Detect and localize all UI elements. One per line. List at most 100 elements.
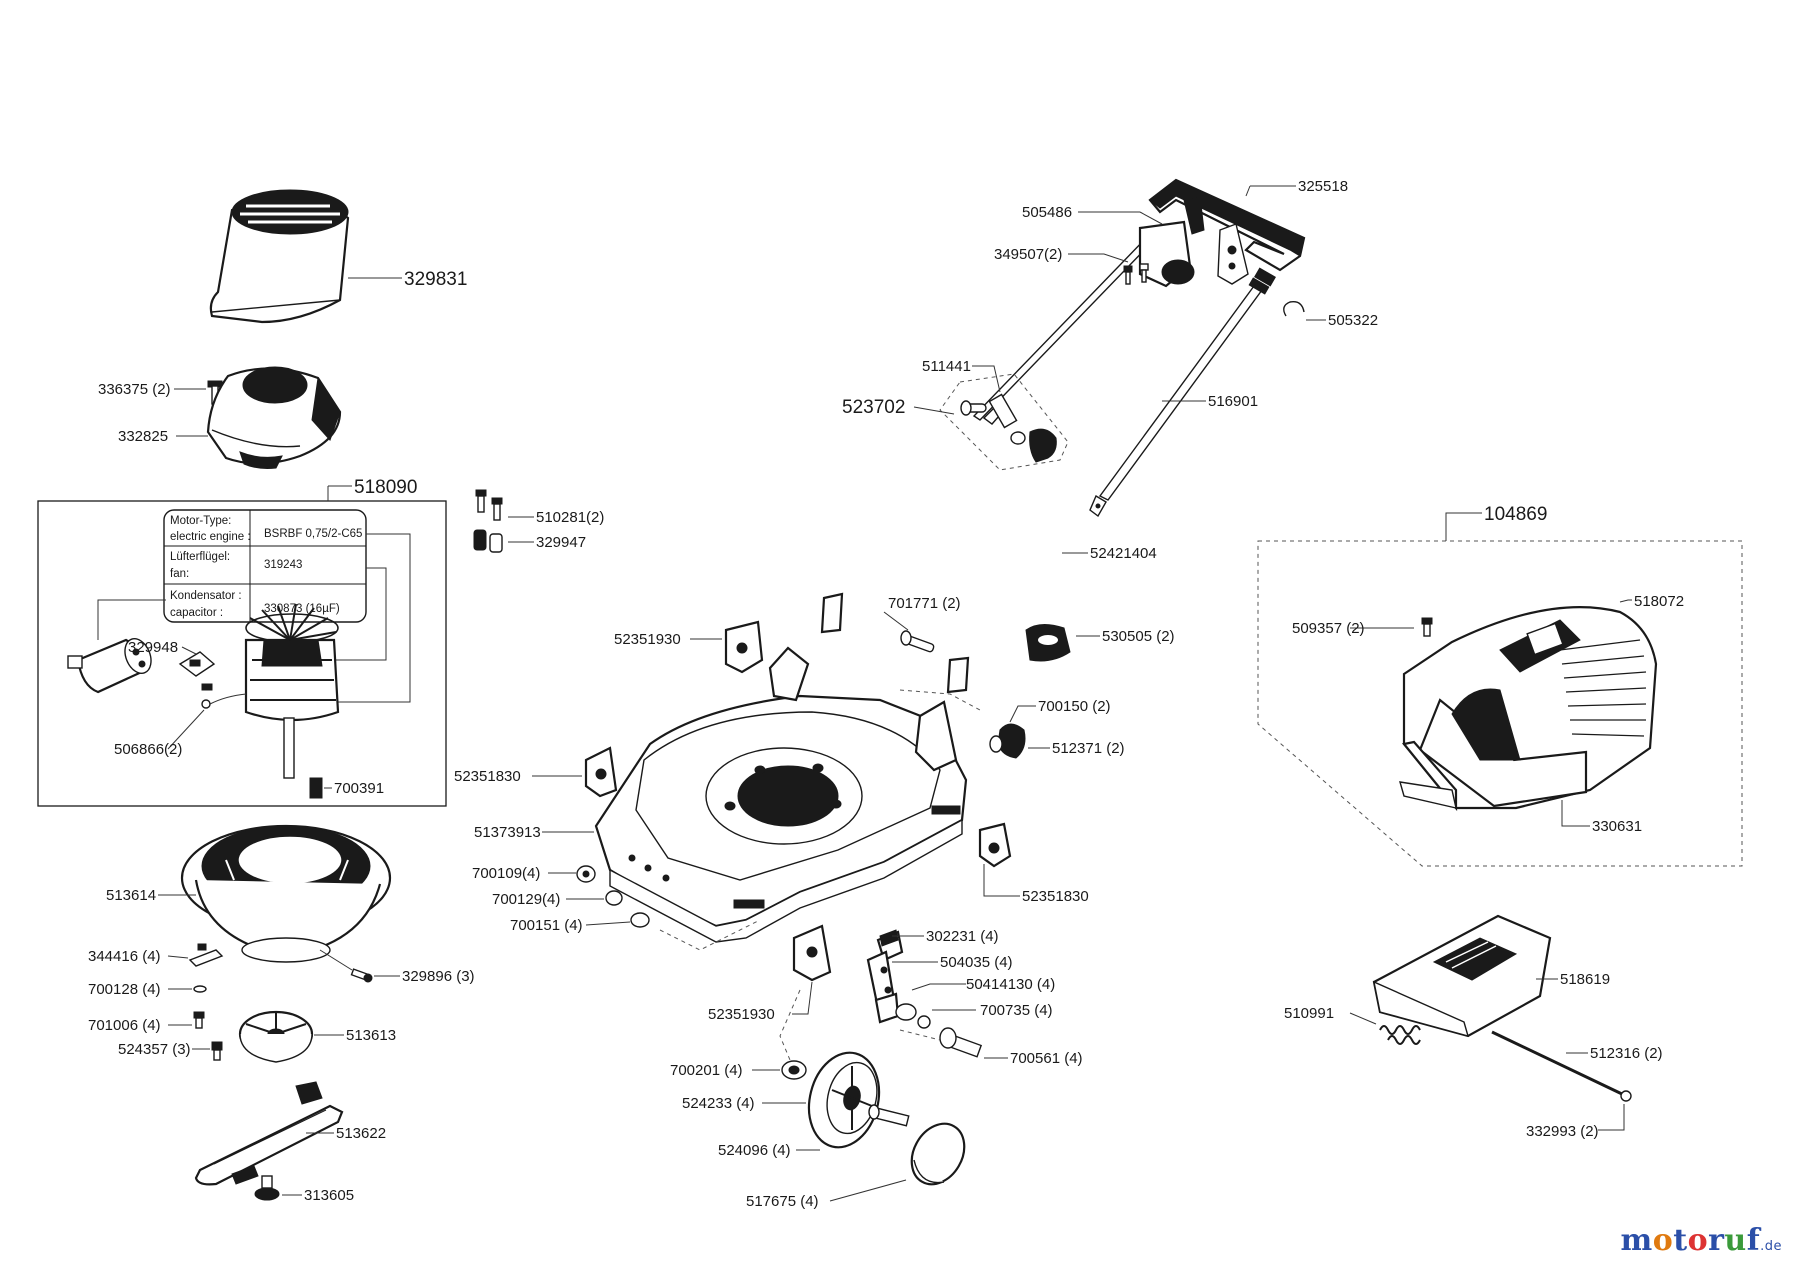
- axle-bolt-524096-part: [868, 1104, 910, 1127]
- label-700201: 700201 (4): [670, 1062, 743, 1079]
- label-517675: 517675 (4): [746, 1193, 819, 1210]
- dashed-link-1: [659, 919, 761, 951]
- clip-329947-part: [473, 529, 503, 553]
- table-motor-type-label: Motor-Type:: [170, 515, 231, 527]
- washer-700129-part: [605, 890, 623, 906]
- logo-letter-t: t: [1673, 1223, 1688, 1258]
- label-52351930b: 52351930: [708, 1006, 775, 1023]
- label-701771: 701771 (2): [888, 595, 961, 612]
- fan-wheel-part: [238, 1010, 314, 1063]
- motor-housing-part: [180, 824, 392, 963]
- label-524233: 524233 (4): [682, 1095, 755, 1112]
- label-513613: 513613: [346, 1027, 396, 1044]
- label-332825: 332825: [118, 428, 168, 445]
- logo-domain-suffix: .de: [1760, 1239, 1782, 1254]
- screw-349507-part: [1123, 263, 1149, 285]
- label-523702: 523702: [842, 397, 905, 418]
- screw-701006-part: [193, 1011, 205, 1029]
- label-336375: 336375 (2): [98, 381, 171, 398]
- dashed-link-4: [899, 689, 981, 711]
- clamp-kit-part: [960, 393, 1057, 463]
- motoruf-logo: motoruf.de: [1620, 1223, 1782, 1258]
- capacitor-part: [67, 638, 152, 694]
- label-313605: 313605: [304, 1187, 354, 1204]
- spring-510991-part: [1379, 1025, 1421, 1045]
- label-518619: 518619: [1560, 971, 1610, 988]
- label-344416: 344416 (4): [88, 948, 161, 965]
- label-700128: 700128 (4): [88, 981, 161, 998]
- label-516901: 516901: [1208, 393, 1258, 410]
- bracket-344416-part: [188, 943, 224, 967]
- label-700129: 700129(4): [492, 891, 560, 908]
- fan-hood-part: [206, 366, 342, 469]
- label-505486: 505486: [1022, 204, 1072, 221]
- washer-700735-part: [895, 1003, 931, 1029]
- logo-letter-o1: o: [1652, 1223, 1674, 1258]
- label-325518: 325518: [1298, 178, 1348, 195]
- label-518090: 518090: [354, 477, 417, 498]
- hinge-rod-part: [1491, 1030, 1632, 1102]
- label-329948: 329948: [128, 639, 178, 656]
- table-engine-label: electric engine :: [170, 531, 251, 543]
- label-505322: 505322: [1328, 312, 1378, 329]
- label-524357: 524357 (3): [118, 1041, 191, 1058]
- motor-spec-table: Motor-Type: electric engine : BSRBF 0,75…: [163, 509, 367, 623]
- kit-523702-outline: [939, 373, 1069, 471]
- label-52421404: 52421404: [1090, 545, 1157, 562]
- label-104869: 104869: [1484, 504, 1547, 525]
- logo-letter-f: f: [1746, 1223, 1761, 1258]
- bolt-701771-part: [900, 630, 935, 653]
- label-52351930a: 52351930: [614, 631, 681, 648]
- label-512316: 512316 (2): [1590, 1045, 1663, 1062]
- key-700391-part: [309, 777, 323, 799]
- logo-letter-r: r: [1708, 1223, 1725, 1258]
- bracket-52351930-top-part: [724, 620, 764, 674]
- bearing-700201-part: [781, 1060, 807, 1080]
- logo-letter-o2: o: [1687, 1223, 1709, 1258]
- label-509357: 509357 (2): [1292, 620, 1365, 637]
- logo-letter-u: u: [1724, 1223, 1747, 1258]
- label-506866: 506866(2): [114, 741, 182, 758]
- grass-box-outline: [1257, 540, 1743, 867]
- nut-700109-part: [576, 865, 596, 883]
- label-330631: 330631: [1592, 818, 1642, 835]
- table-capacitor-value: 330873 (16µF): [264, 603, 340, 615]
- label-518072: 518072: [1634, 593, 1684, 610]
- label-530505: 530505 (2): [1102, 628, 1175, 645]
- table-fan-label-en: fan:: [170, 568, 189, 580]
- label-349507: 349507(2): [994, 246, 1062, 263]
- screw-510281-part: [475, 489, 503, 521]
- bracket-52351830-right-part: [978, 822, 1012, 868]
- label-700561: 700561 (4): [1010, 1050, 1083, 1067]
- grass-catcher-part: [1399, 606, 1658, 812]
- label-700109: 700109(4): [472, 865, 540, 882]
- label-329947: 329947: [536, 534, 586, 551]
- washer-700128-part: [193, 985, 207, 993]
- label-700391: 700391: [334, 780, 384, 797]
- dashed-link-2: [779, 989, 801, 1061]
- label-510281: 510281(2): [536, 509, 604, 526]
- label-52351830a: 52351830: [454, 768, 521, 785]
- blade-part: [194, 1081, 344, 1186]
- upper-handle-part: [972, 178, 1306, 518]
- label-511441: 511441: [922, 358, 971, 375]
- label-700151: 700151 (4): [510, 917, 583, 934]
- table-capacitor-label-de: Kondensator :: [170, 590, 242, 602]
- label-524096: 524096 (4): [718, 1142, 791, 1159]
- label-329896: 329896 (3): [402, 968, 475, 985]
- table-capacitor-label-en: capacitor :: [170, 607, 223, 619]
- label-329831: 329831: [404, 269, 467, 290]
- label-50414130: 50414130 (4): [966, 976, 1055, 993]
- cap-530505-part: [1025, 624, 1071, 662]
- label-700150: 700150 (2): [1038, 698, 1111, 715]
- label-510991: 510991: [1284, 1005, 1334, 1022]
- mower-deck-part: [594, 646, 968, 943]
- screw-329896-part: [350, 968, 373, 983]
- label-52351830b: 52351830: [1022, 888, 1089, 905]
- motor-assembly-frame: [37, 500, 447, 807]
- logo-letter-m: m: [1620, 1223, 1653, 1258]
- bracket-52351930-bottom-part: [792, 924, 832, 982]
- label-504035: 504035 (4): [940, 954, 1013, 971]
- screw-509357-part: [1421, 617, 1433, 637]
- table-fan-label-de: Lüfterflügel:: [170, 551, 230, 563]
